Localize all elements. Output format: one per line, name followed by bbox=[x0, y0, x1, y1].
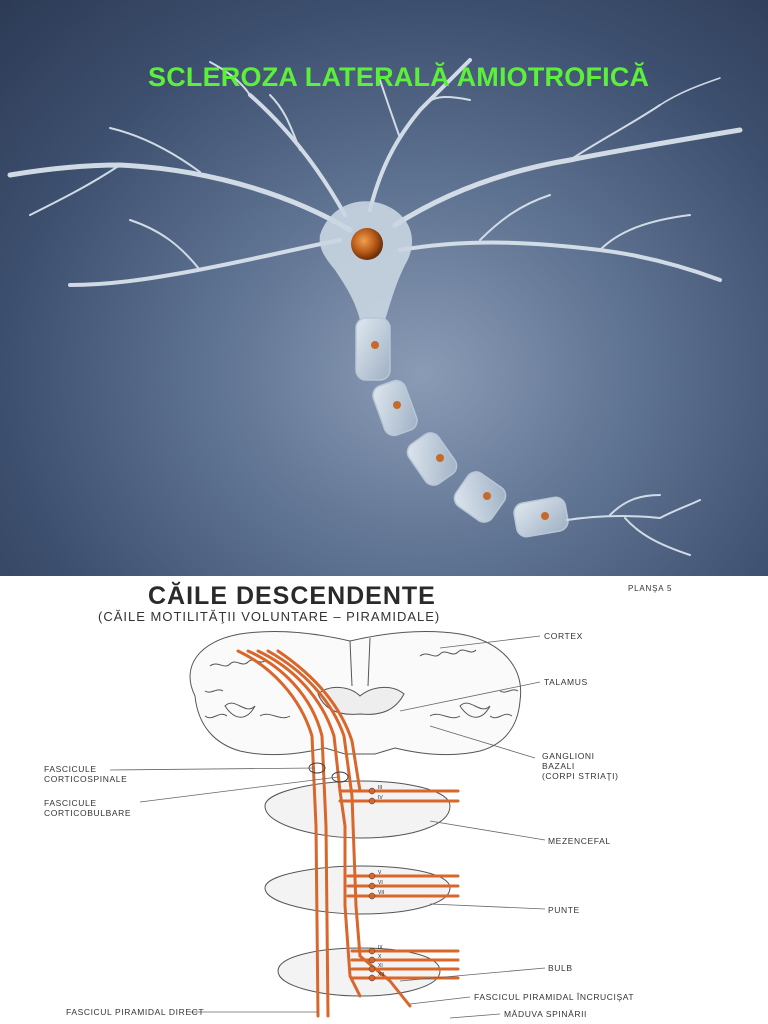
label-ganglioni: GANGLIONI bbox=[542, 751, 595, 761]
neuron-slide: SCLEROZA LATERALĂ AMIOTROFICĂ bbox=[0, 0, 768, 576]
nerve-VI: VI bbox=[378, 880, 383, 886]
diagram-subtitle: (CĂILE MOTILITĂŢII VOLUNTARE – PIRAMIDAL… bbox=[98, 609, 440, 624]
label-maduva: MĂDUVA SPINĂRII bbox=[504, 1009, 587, 1019]
label-bulb: BULB bbox=[548, 963, 573, 973]
descending-pathways-slide: CĂILE DESCENDENTE (CĂILE MOTILITĂŢII VOL… bbox=[0, 576, 768, 1024]
brain-section bbox=[190, 632, 521, 755]
nerve-IV: IV bbox=[378, 795, 383, 801]
nerve-XII: XII bbox=[378, 972, 384, 978]
label-punte: PUNTE bbox=[548, 905, 580, 915]
label-corpi-striati: (CORPI STRIAŢI) bbox=[542, 771, 619, 781]
label-fascicul-incrucisat: FASCICUL PIRAMIDAL ÎNCRUCIŞAT bbox=[474, 992, 634, 1002]
brainstem-levels bbox=[265, 781, 450, 996]
plate-number: PLANŞA 5 bbox=[628, 584, 672, 593]
label-fascicule-cs-2: CORTICOSPINALE bbox=[44, 774, 127, 784]
diagram-title: CĂILE DESCENDENTE bbox=[148, 581, 436, 610]
label-fascicule-cs-1: FASCICULE bbox=[44, 764, 97, 774]
nerve-XI: XI bbox=[378, 963, 383, 969]
label-bazali: BAZALI bbox=[542, 761, 575, 771]
label-cortex: CORTEX bbox=[544, 631, 583, 641]
nucleus bbox=[351, 228, 383, 260]
axon bbox=[356, 318, 570, 538]
nerve-IX: IX bbox=[378, 945, 383, 951]
pyramidal-pathway-diagram: CĂILE DESCENDENTE (CĂILE MOTILITĂŢII VOL… bbox=[0, 576, 768, 1024]
slide-title: SCLEROZA LATERALĂ AMIOTROFICĂ bbox=[148, 62, 649, 93]
nerve-III: III bbox=[378, 785, 382, 791]
label-talamus: TALAMUS bbox=[544, 677, 588, 687]
nerve-VII: VII bbox=[378, 890, 384, 896]
axon-terminals bbox=[567, 495, 700, 555]
label-mezencefal: MEZENCEFAL bbox=[548, 836, 611, 846]
label-fascicule-cb-1: FASCICULE bbox=[44, 798, 97, 808]
cell-body bbox=[320, 201, 412, 320]
label-fascicule-cb-2: CORTICOBULBARE bbox=[44, 808, 131, 818]
label-fascicul-direct: FASCICUL PIRAMIDAL DIRECT bbox=[66, 1007, 204, 1017]
